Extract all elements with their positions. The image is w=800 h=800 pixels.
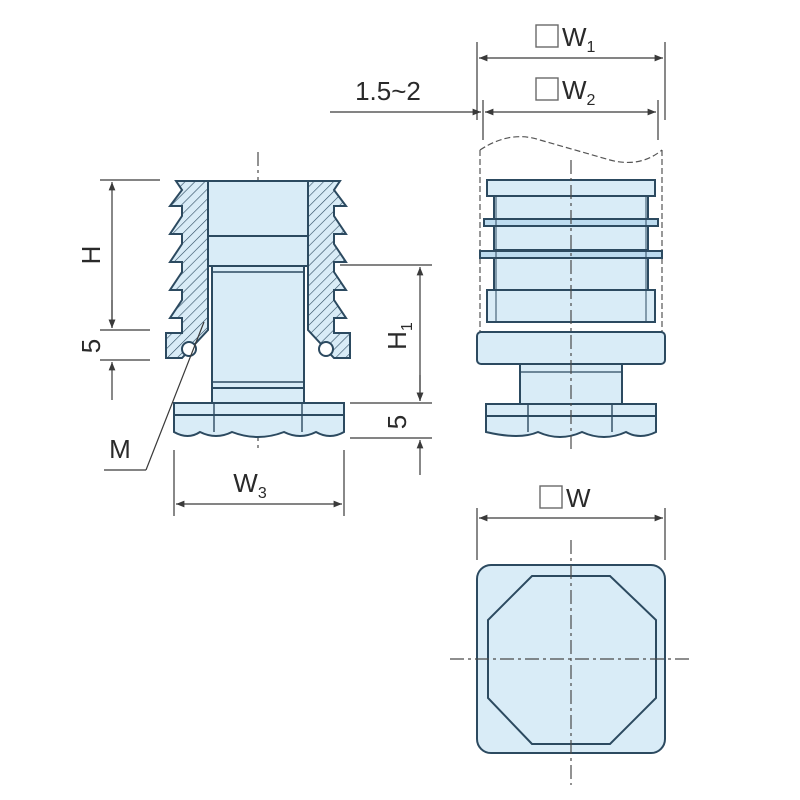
octagon-face	[487, 575, 657, 745]
label-h: H	[76, 246, 106, 265]
label-m: M	[109, 434, 131, 464]
label-5-right: 5	[382, 415, 412, 429]
right-wall-hatch	[307, 180, 351, 359]
bolt-shank	[211, 265, 305, 389]
section-view: H 5 M W3 H1 5	[76, 152, 432, 516]
left-wall-hatch	[165, 180, 209, 359]
bolt-neck	[211, 387, 305, 404]
label-gap: 1.5~2	[355, 76, 421, 106]
square-symbol-w1	[535, 24, 559, 48]
label-5-left: 5	[76, 339, 106, 353]
square-symbol-w	[539, 485, 563, 509]
side-view: W1 W2 1.5~2	[330, 22, 666, 450]
inner-bore-mid	[207, 235, 309, 267]
inner-bore-top	[207, 180, 309, 237]
nut-top	[173, 402, 345, 416]
label-w2: W2	[562, 75, 596, 109]
label-h1: H1	[382, 322, 416, 350]
m-leader	[145, 321, 205, 471]
label-w3: W3	[233, 468, 267, 502]
bottom-view: W	[450, 483, 692, 785]
label-w1: W1	[562, 22, 596, 56]
pipe-break-line	[479, 136, 663, 163]
square-symbol-w2	[535, 77, 559, 101]
right-pin-hole	[318, 341, 334, 357]
label-w: W	[566, 483, 591, 513]
nut-base	[173, 414, 345, 438]
